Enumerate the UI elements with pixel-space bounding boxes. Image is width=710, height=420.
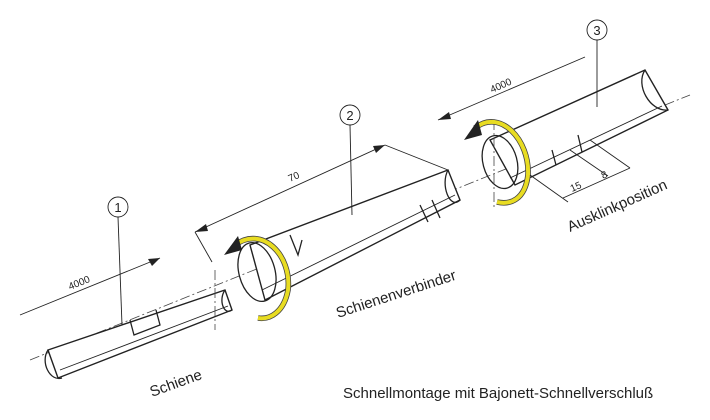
sub-dimension-15: 15: [569, 180, 584, 195]
callout-2: 2: [339, 104, 361, 216]
label-schiene: Schiene: [148, 366, 205, 401]
rail-2: [237, 169, 461, 302]
svg-text:1: 1: [114, 200, 121, 215]
svg-text:3: 3: [593, 23, 600, 38]
sub-dimension-8: 8: [600, 169, 610, 181]
dimension-2: 70: [194, 144, 449, 263]
svg-text:2: 2: [346, 108, 353, 123]
dimension-3: 4000 15 8: [437, 56, 631, 203]
label-schienenverbinder: Schienenverbinder: [334, 267, 458, 322]
arrowhead-icon: [464, 120, 482, 140]
arrowhead-icon: [224, 236, 242, 255]
callout-1: 1: [107, 196, 129, 326]
rotation-arrow-right: [464, 119, 531, 206]
dimension-2-value: 70: [287, 170, 302, 185]
rotation-arrow-left: [224, 235, 292, 322]
rail-3: [481, 69, 669, 210]
dimension-1: 4000: [19, 257, 161, 316]
caption: Schnellmontage mit Bajonett-Schnellversc…: [343, 385, 653, 402]
dimension-1-value: 4000: [67, 274, 92, 293]
rail-1: [44, 270, 233, 380]
callout-3: 3: [586, 19, 608, 107]
